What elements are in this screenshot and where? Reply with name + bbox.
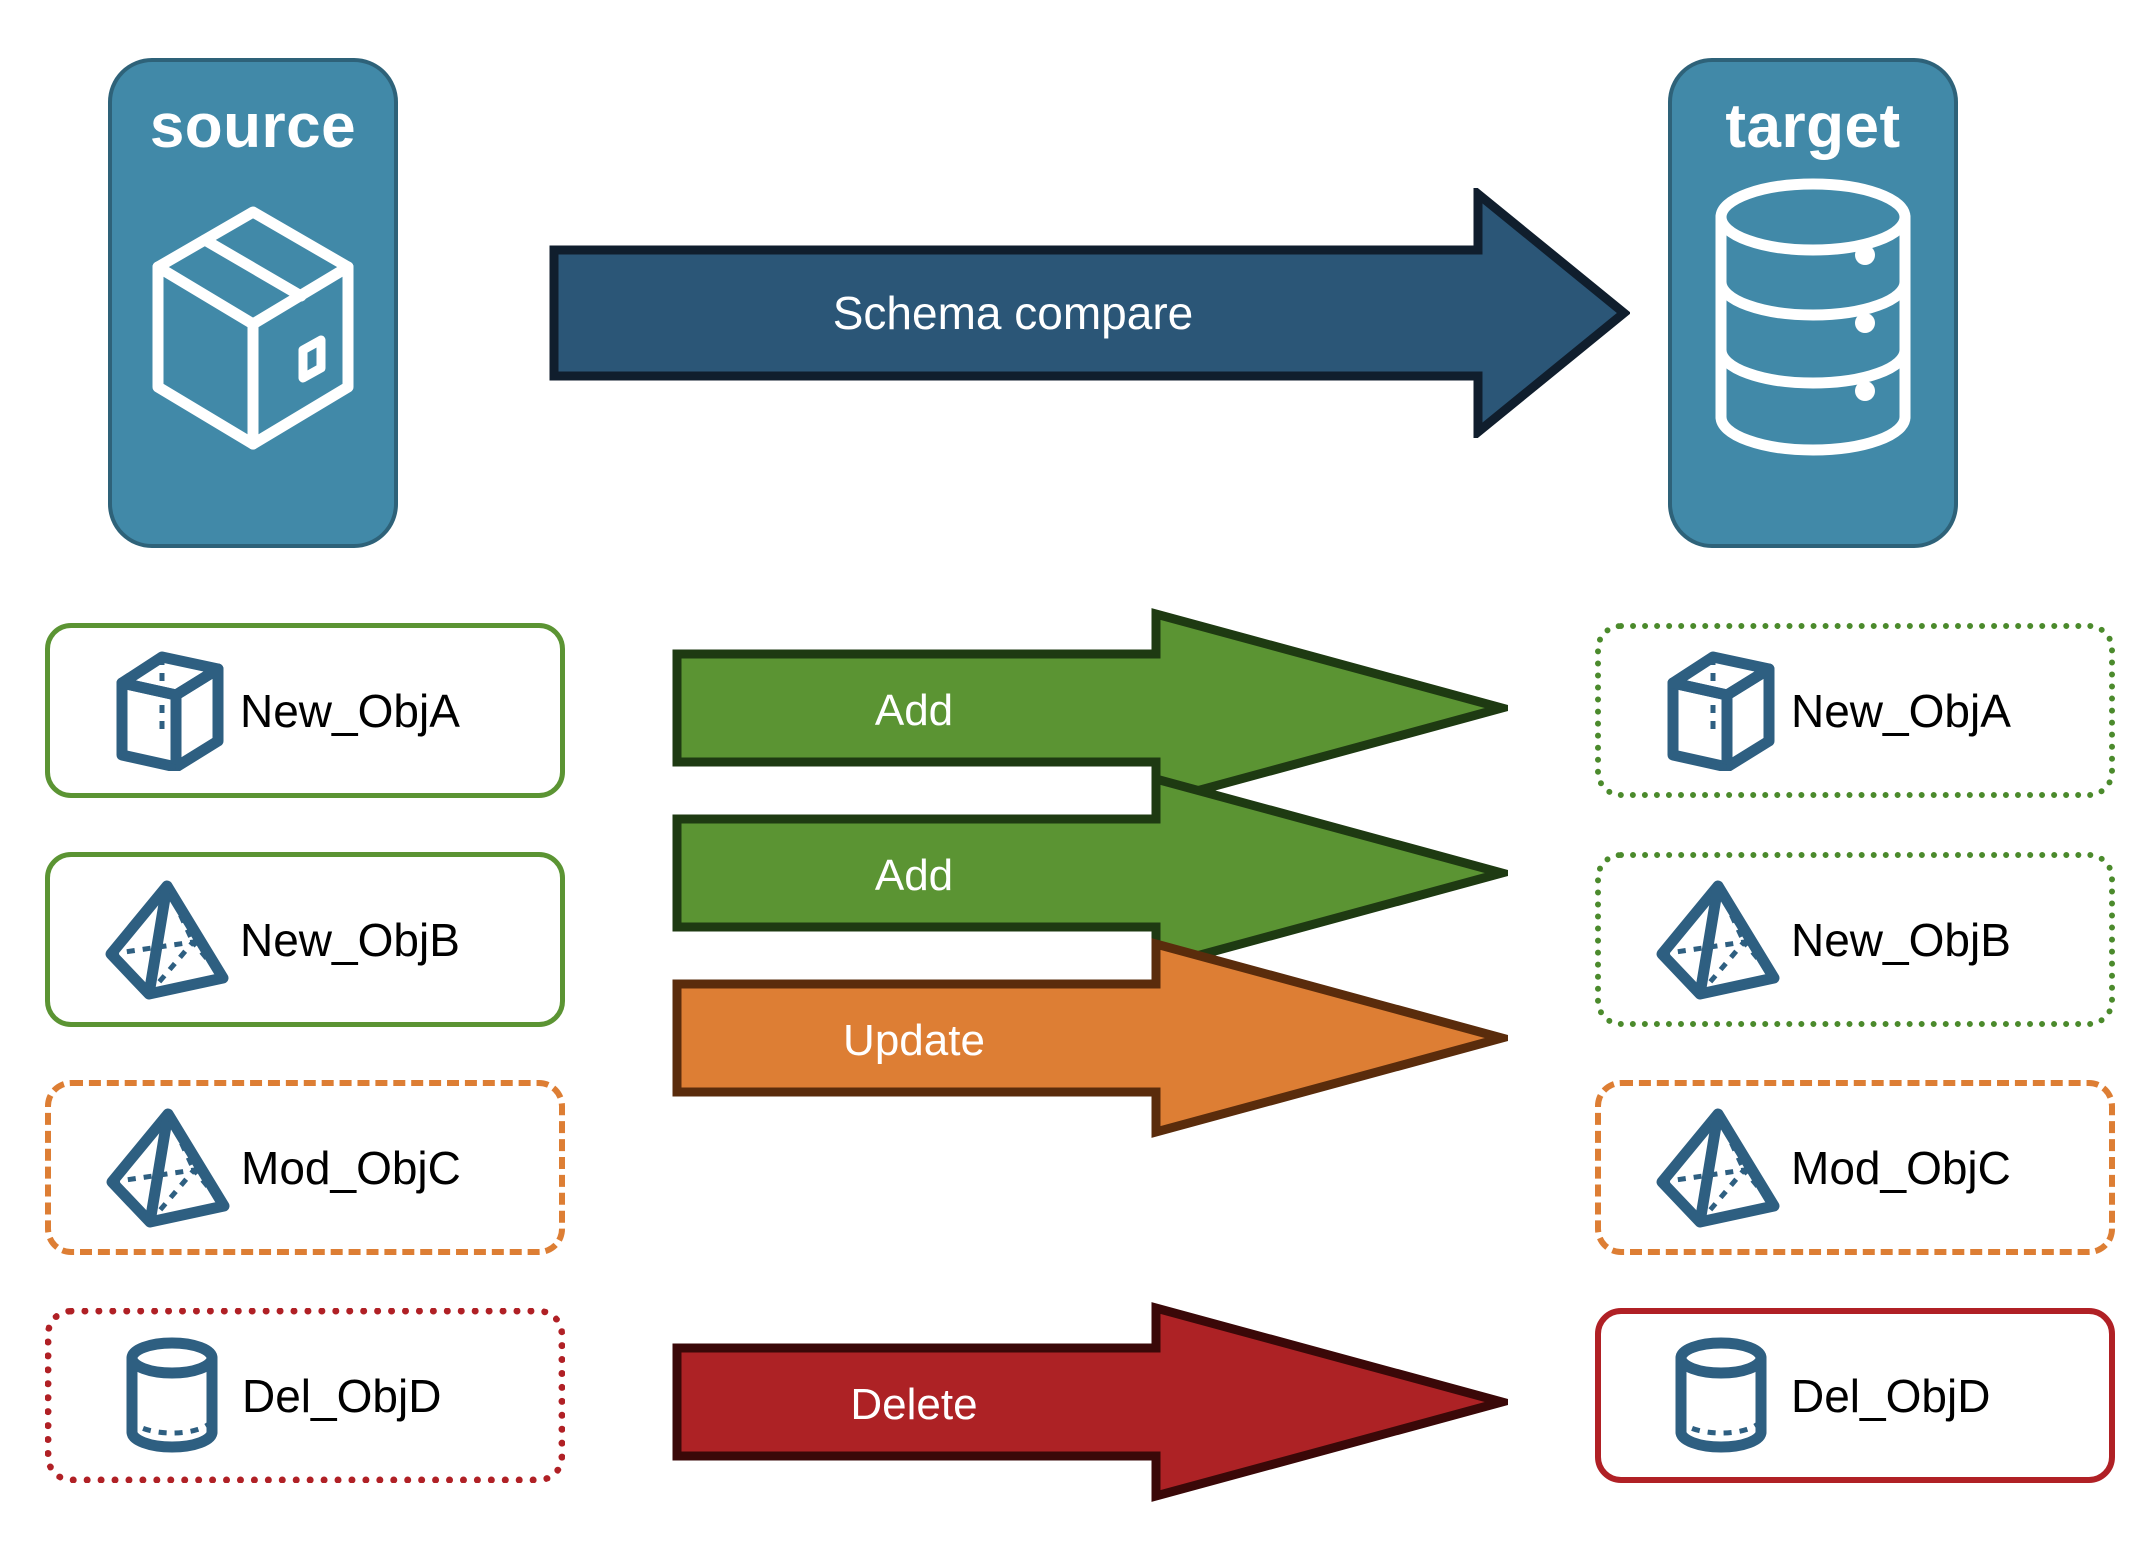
source-object-box-3[interactable]: Del_ObjD [45,1308,565,1483]
action-arrow-label-2: Update [843,1016,985,1065]
action-arrow-label-0: Add [874,686,954,735]
database-cylinder-icon [1703,172,1923,477]
target-endpoint-card[interactable]: target [1668,58,1958,548]
target-object-box-2[interactable]: Mod_ObjC [1595,1080,2115,1255]
target-object-label-3: Del_ObjD [1791,1369,1991,1422]
target-title: target [1725,92,1901,161]
wireframe-pyramid-icon [101,1108,241,1228]
target-object-box-1[interactable]: New_ObjB [1595,852,2115,1027]
action-arrow-label-3: Delete [850,1380,978,1429]
wireframe-cube-icon [100,651,240,771]
wireframe-cube-icon [1651,651,1791,771]
wireframe-cylinder-icon [1651,1336,1791,1456]
action-arrow-0[interactable] [672,608,1520,808]
target-object-label-1: New_ObjB [1791,913,2011,966]
wireframe-pyramid-icon [1651,880,1791,1000]
source-endpoint-card[interactable]: source [108,58,398,548]
wireframe-pyramid-icon [100,880,240,1000]
source-object-label-3: Del_ObjD [242,1369,442,1422]
wireframe-cylinder-icon [102,1336,242,1456]
target-object-box-0[interactable]: New_ObjA [1595,623,2115,798]
target-object-label-2: Mod_ObjC [1791,1141,2011,1194]
source-object-label-0: New_ObjA [240,684,460,737]
action-arrow-label-1: Add [874,851,954,900]
source-object-label-1: New_ObjB [240,913,460,966]
action-arrow-3[interactable] [672,1302,1520,1502]
schema-compare-arrow-label: Schema compare [832,287,1194,339]
target-object-box-3[interactable]: Del_ObjD [1595,1308,2115,1483]
action-arrow-1[interactable] [672,773,1520,973]
source-object-label-2: Mod_ObjC [241,1141,461,1194]
source-object-box-0[interactable]: New_ObjA [45,623,565,798]
source-object-box-2[interactable]: Mod_ObjC [45,1080,565,1255]
schema-compare-arrow[interactable] [548,184,1632,442]
source-object-box-1[interactable]: New_ObjB [45,852,565,1027]
source-title: source [149,92,357,161]
wireframe-pyramid-icon [1651,1108,1791,1228]
action-arrow-2[interactable] [672,938,1520,1138]
target-object-label-0: New_ObjA [1791,684,2011,737]
package-cube-icon [143,172,363,477]
